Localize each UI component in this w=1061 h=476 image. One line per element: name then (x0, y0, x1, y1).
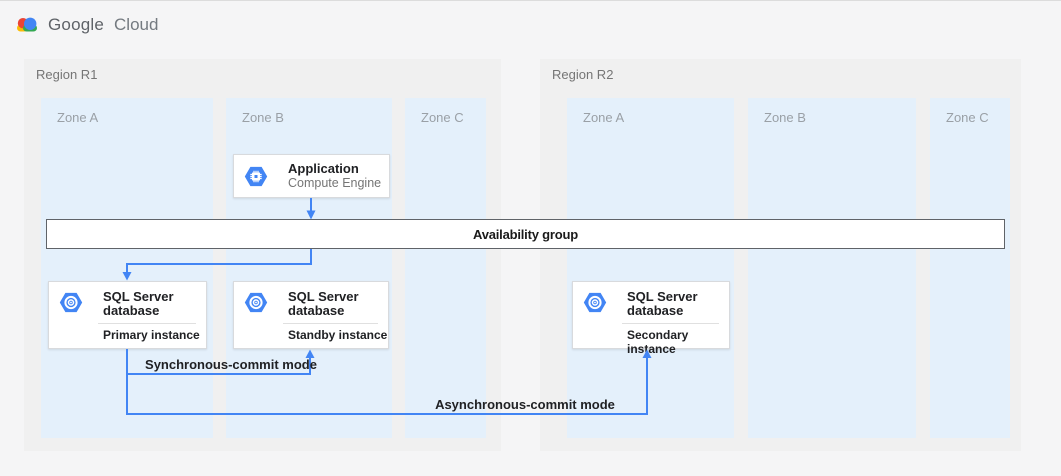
synchronous-commit-label: Synchronous-commit mode (145, 357, 317, 372)
sql-primary-instance-label: Primary instance (103, 328, 200, 342)
region-r2-label: Region R2 (552, 67, 614, 82)
sql-standby-title-line1: SQL Server (288, 289, 359, 304)
sql-primary-title-line1: SQL Server (103, 289, 174, 304)
zone-r2-b-label: Zone B (764, 110, 806, 125)
asynchronous-commit-label: Asynchronous-commit mode (435, 397, 615, 412)
sql-server-database-icon (583, 292, 607, 313)
sql-secondary-title-line1: SQL Server (627, 289, 698, 304)
application-title: Application (288, 161, 359, 176)
zone-r2-a-label: Zone A (583, 110, 625, 125)
zone-r1-c-label: Zone C (421, 110, 464, 125)
sql-primary-node: SQL Server database Primary instance (48, 281, 207, 349)
brand-text: Google (48, 15, 105, 34)
product-text: Cloud (114, 15, 159, 34)
sql-secondary-instance-label: Secondary instance (627, 328, 689, 356)
sql-secondary-title-line2: database (627, 303, 684, 318)
region-r2: Region R2 Zone A Zone B Zone C (540, 59, 1021, 451)
zone-r1-a-label: Zone A (57, 110, 99, 125)
zone-r1-b: Zone B (226, 98, 392, 438)
availability-group-bar: Availability group (46, 219, 1005, 249)
zone-r1-b-label: Zone B (242, 110, 284, 125)
google-cloud-logo: Google Cloud (14, 13, 158, 37)
sql-secondary-node: SQL Server database Secondary instance (572, 281, 730, 356)
sql-standby-title-line2: database (288, 303, 345, 318)
sql-server-database-icon (244, 292, 268, 313)
zone-r2-c: Zone C (930, 98, 1010, 438)
instance-divider (283, 323, 378, 324)
zone-r2-a: Zone A (567, 98, 734, 438)
region-r1: Region R1 Zone A Zone B Zone C (24, 59, 501, 451)
sql-standby-instance-label: Standby instance (288, 328, 388, 342)
application-node: Application Compute Engine (233, 154, 390, 198)
zone-r1-c: Zone C (405, 98, 486, 438)
sql-primary-title-line2: database (103, 303, 160, 318)
sql-standby-node: SQL Server database Standby instance (233, 281, 389, 349)
region-r1-label: Region R1 (36, 67, 98, 82)
instance-divider (622, 323, 719, 324)
zone-r1-a: Zone A (41, 98, 213, 438)
instance-divider (98, 323, 196, 324)
availability-group-label: Availability group (473, 226, 578, 242)
compute-engine-icon (244, 166, 268, 187)
application-subtitle: Compute Engine (288, 176, 382, 190)
sql-server-database-icon (59, 292, 83, 313)
zone-r2-b: Zone B (748, 98, 916, 438)
google-cloud-icon (17, 17, 37, 31)
zone-r2-c-label: Zone C (946, 110, 989, 125)
